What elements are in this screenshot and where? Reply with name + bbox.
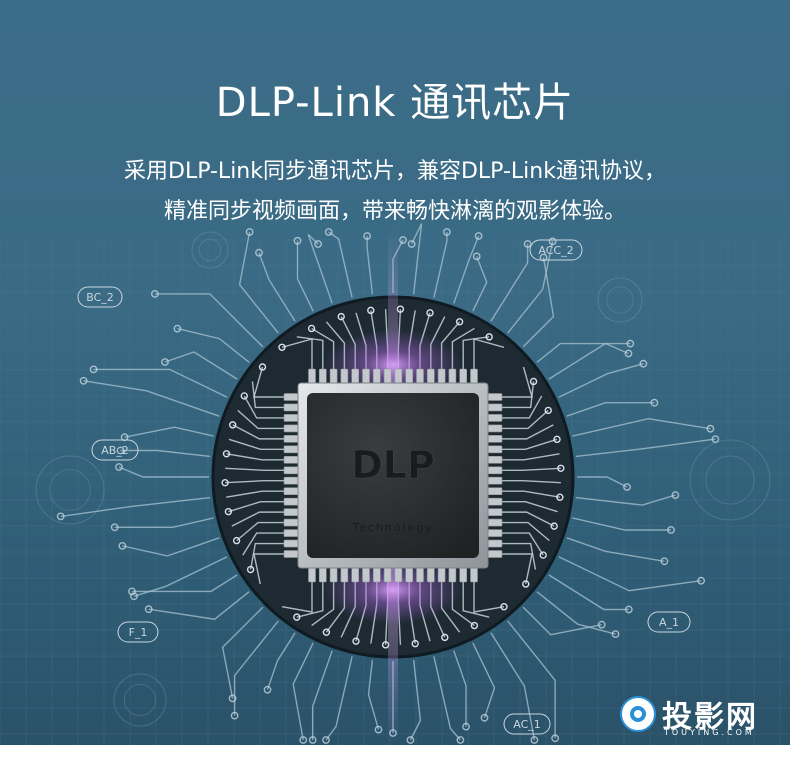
chip-body [307, 393, 479, 558]
chip-brand: DLP [351, 443, 435, 487]
svg-text:AC_1: AC_1 [513, 718, 541, 731]
board-label-a: A_1 [647, 611, 691, 633]
watermark-domain: TOUYING.COM [664, 728, 755, 737]
board-label-acc: ACC_2 [529, 239, 583, 261]
board-label-f: F_1 [117, 621, 159, 643]
svg-text:A_1: A_1 [659, 616, 679, 629]
description-line-2: 精准同步视频画面，带来畅快淋漓的观影体验。 [163, 199, 626, 224]
board-label-ac: AC_1 [503, 713, 551, 735]
watermark-logo-icon [620, 696, 656, 732]
svg-text:ACC_2: ACC_2 [538, 244, 573, 257]
bottom-border [0, 745, 790, 757]
svg-text:F_1: F_1 [129, 626, 148, 639]
description-line-1: 采用DLP-Link同步通讯芯片，兼容DLP-Link通讯协议， [124, 159, 666, 184]
svg-text:AB_2: AB_2 [101, 444, 129, 457]
page-title: DLP-Link 通讯芯片 [215, 80, 575, 126]
watermark-logo: 投影网 TOUYING.COM [620, 692, 782, 742]
chip-subtitle: Technology [351, 521, 434, 534]
board-label-ab: AB_2 [91, 439, 139, 461]
board-label-bc: BC_2 [77, 286, 123, 308]
svg-text:BC_2: BC_2 [86, 291, 114, 304]
watermark-name: 投影网 [662, 700, 758, 735]
